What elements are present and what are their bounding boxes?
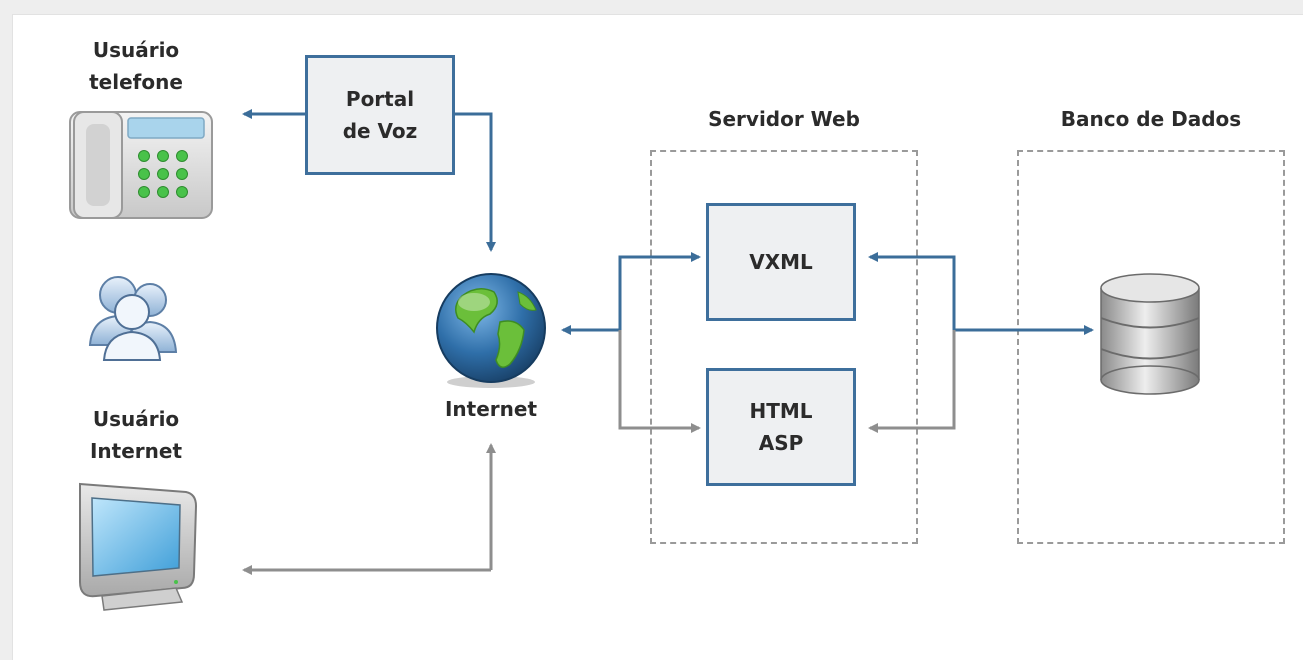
web-server-container [650, 150, 918, 544]
phone-user-line-1: Usuário [92, 38, 180, 62]
vxml-box: VXML [706, 203, 856, 321]
voice-portal-line-2: de Voz [342, 119, 418, 143]
arrow-to-html-asp [618, 330, 701, 433]
phone-user-label: Usuário telefone [66, 34, 206, 98]
arrow-portal-to-internet [455, 112, 496, 252]
internet-user-line-1: Usuário [92, 407, 180, 431]
database-title: Banco de Dados [1060, 107, 1242, 131]
monitor-icon [79, 482, 198, 611]
voice-portal-box: Portal de Voz [305, 55, 455, 175]
html-asp-box: HTML ASP [706, 368, 856, 486]
html-asp-line-2: ASP [758, 431, 804, 455]
internet-user-line-2: Internet [89, 439, 183, 463]
phone-user-line-2: telefone [89, 70, 183, 94]
internet-user-label: Usuário Internet [66, 403, 206, 467]
telephone-icon [69, 111, 213, 219]
diagram-canvas [12, 14, 1303, 660]
database-container [1017, 150, 1285, 544]
globe-icon [436, 273, 546, 388]
voice-portal-line-1: Portal [345, 87, 415, 111]
arrow-db-to-vxml [868, 252, 956, 330]
database-icon [1100, 273, 1200, 395]
html-asp-line-1: HTML [749, 399, 813, 423]
arrow-db-to-html-asp [868, 330, 956, 433]
vxml-label: VXML [749, 250, 813, 274]
web-server-title: Servidor Web [708, 107, 860, 131]
arrow-to-vxml [618, 252, 701, 330]
users-icon [88, 276, 178, 361]
internet-label: Internet [444, 397, 538, 421]
